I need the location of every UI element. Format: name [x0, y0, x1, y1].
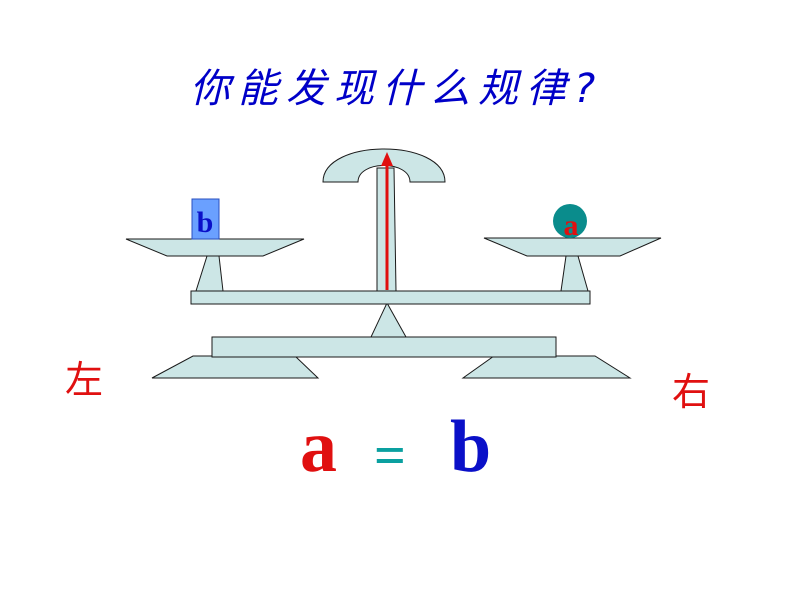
base-platform — [211, 336, 557, 358]
equation-operator: = — [374, 425, 406, 487]
page-title: 你能发现什么规律? — [190, 66, 604, 112]
beam — [190, 290, 591, 305]
right-foot — [461, 355, 632, 379]
weight-ball-a-label: a — [564, 209, 579, 242]
right-side-label: 右 — [672, 370, 711, 414]
right-pan — [483, 237, 662, 257]
right-pan-support — [560, 255, 589, 292]
weight-ball-a — [553, 204, 587, 238]
top-arch — [322, 148, 446, 183]
weight-block-b-label: b — [197, 206, 214, 239]
equation-right: b — [450, 406, 492, 488]
left-pan — [125, 238, 305, 257]
pivot — [370, 301, 407, 338]
weight-block-b — [191, 198, 220, 240]
pointer-arrow — [381, 152, 393, 166]
left-side-label: 左 — [65, 358, 104, 402]
equation-left: a — [300, 406, 337, 488]
left-foot — [151, 355, 320, 379]
left-pan-support — [195, 255, 224, 292]
